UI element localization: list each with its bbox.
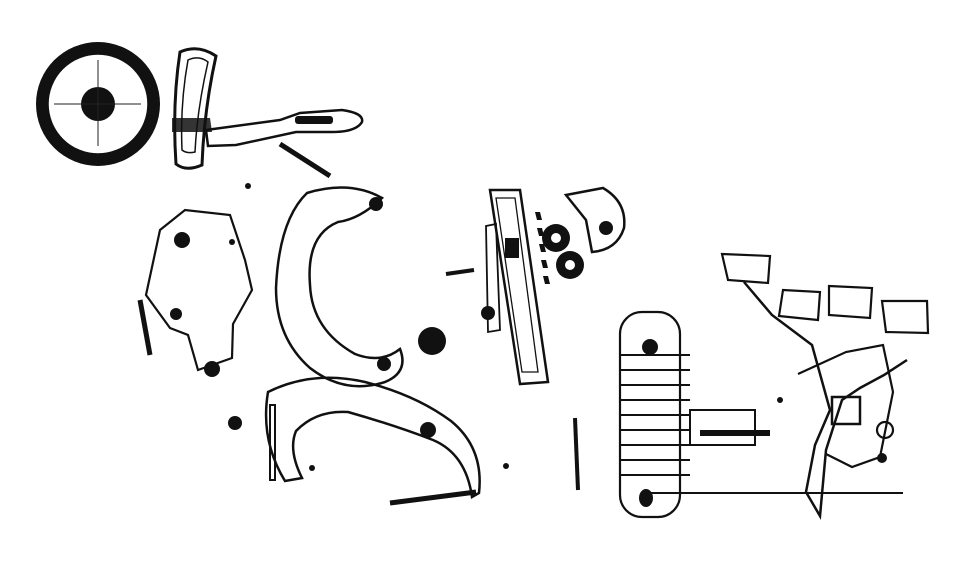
- c-frame-lever: [274, 186, 446, 388]
- platen-knob: [36, 42, 160, 166]
- curved-slide-guide: [172, 47, 218, 170]
- left-frame-bracket: [137, 208, 254, 430]
- main-bell-crank: [264, 376, 481, 500]
- key-levers: [650, 252, 930, 521]
- upper-lever-arm: [204, 108, 364, 179]
- linkage-rods: [389, 186, 626, 506]
- pivot-points: [229, 183, 783, 471]
- small-pinion-gears: [542, 224, 584, 279]
- coil-spring: [618, 310, 770, 519]
- toothed-segment-rack: [488, 188, 550, 386]
